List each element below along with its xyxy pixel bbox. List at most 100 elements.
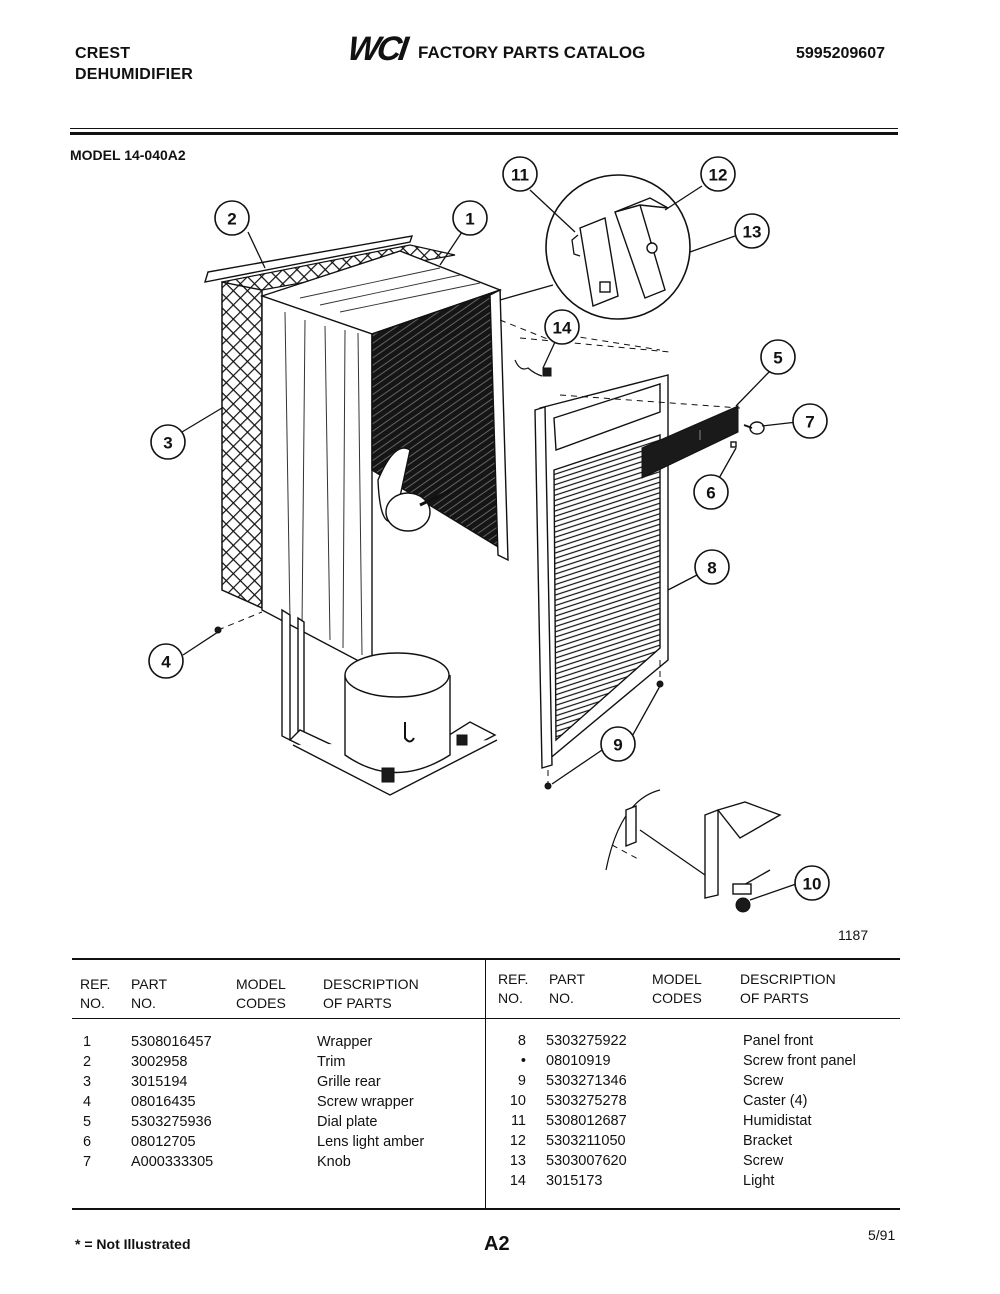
- catalog-number: 5995209607: [796, 45, 885, 62]
- footnote: * = Not Illustrated: [75, 1236, 191, 1252]
- svg-text:10: 10: [803, 875, 822, 894]
- part-number-cell: 5303007620: [546, 1153, 627, 1169]
- callout-4: 4: [148, 643, 184, 679]
- table-top-rule: [72, 958, 900, 960]
- callout-2: 2: [214, 200, 250, 236]
- table-row: 9 5303271346 Screw: [496, 1071, 903, 1091]
- description-cell: Wrapper: [317, 1034, 373, 1050]
- wrapper-screw: [214, 611, 263, 634]
- caster-detail: [605, 789, 782, 913]
- description-cell: Caster (4): [743, 1093, 808, 1109]
- exploded-parts-diagram: 1 2 3 4 5 6 7 8 9 10 11 12 13 14: [148, 156, 830, 913]
- header-rule-thick: [70, 132, 898, 135]
- drawing-number: 1187: [838, 927, 869, 943]
- ref-cell: 11: [510, 1113, 526, 1129]
- description-cell: Humidistat: [743, 1113, 812, 1129]
- ref-cell: 14: [509, 1173, 526, 1189]
- svg-text:1: 1: [465, 210, 474, 229]
- ref-cell: 12: [509, 1133, 526, 1149]
- part-number-cell: 5303271346: [546, 1073, 627, 1089]
- wrapper-part: [259, 250, 509, 670]
- catalog-title: FACTORY PARTS CATALOG: [418, 43, 646, 62]
- ref-cell: 1: [83, 1034, 92, 1050]
- description-cell: Trim: [317, 1054, 346, 1070]
- ref-cell: 5: [83, 1114, 92, 1130]
- rear-grille-part: [221, 244, 456, 610]
- col-ref-header-right: REF.NO.: [498, 971, 529, 1006]
- dial-plate-part: [641, 405, 739, 479]
- ref-cell: 2: [83, 1054, 92, 1070]
- callout-6: 6: [693, 474, 729, 510]
- part-number-cell: 5303211050: [546, 1133, 626, 1149]
- description-cell: Panel front: [743, 1033, 814, 1049]
- brand-name: CREST: [75, 45, 131, 62]
- ref-cell: 9: [517, 1073, 526, 1089]
- callout-13: 13: [734, 213, 770, 249]
- revision-date: 5/91: [868, 1227, 896, 1243]
- product-type: DEHUMIDIFIER: [75, 66, 193, 83]
- description-cell: Lens light amber: [317, 1134, 425, 1150]
- page-number: A2: [484, 1233, 510, 1255]
- callout-14: 14: [544, 309, 580, 345]
- humidistat-detail: [499, 174, 691, 320]
- part-number-cell: 5303275936: [131, 1114, 212, 1130]
- callout-8: 8: [694, 549, 730, 585]
- ref-cell: 8: [517, 1033, 526, 1049]
- svg-text:7: 7: [805, 413, 814, 432]
- front-panel-part: [534, 374, 669, 769]
- svg-text:2: 2: [227, 210, 236, 229]
- ref-cell: 7: [83, 1154, 92, 1170]
- ref-cell: 3: [83, 1074, 92, 1090]
- description-cell: Knob: [317, 1154, 351, 1170]
- svg-text:8: 8: [707, 559, 716, 578]
- table-row: 6 08012705 Lens light amber: [83, 1132, 467, 1152]
- callout-11: 11: [502, 156, 538, 192]
- callout-3: 3: [150, 424, 186, 460]
- callout-10: 10: [794, 865, 830, 901]
- callout-9: 9: [600, 726, 636, 762]
- svg-text:12: 12: [709, 166, 728, 185]
- table-header-rule: [72, 1018, 900, 1019]
- fan-motor: [377, 447, 453, 532]
- ref-cell: 6: [83, 1134, 92, 1150]
- part-number-cell: 5303275278: [546, 1093, 627, 1109]
- part-number-cell: 08016435: [131, 1094, 196, 1110]
- part-number-cell: 08012705: [131, 1134, 196, 1150]
- ref-cell: 4: [83, 1094, 92, 1110]
- table-row: 14 3015173 Light: [496, 1171, 903, 1191]
- svg-text:6: 6: [706, 484, 715, 503]
- ref-cell: 10: [509, 1093, 526, 1109]
- description-cell: Screw: [743, 1073, 784, 1089]
- svg-text:9: 9: [613, 736, 622, 755]
- model-label: MODEL 14-040A2: [70, 147, 186, 163]
- description-cell: Dial plate: [317, 1114, 378, 1130]
- header-rule-thin: [70, 128, 898, 129]
- callout-12: 12: [700, 156, 736, 192]
- col-ref-header-left: REF.NO.: [80, 976, 111, 1011]
- callout-7: 7: [792, 403, 828, 439]
- part-number-cell: 3002958: [131, 1054, 188, 1070]
- compressor: [344, 652, 468, 783]
- table-row: 5 5303275936 Dial plate: [83, 1112, 467, 1132]
- description-cell: Grille rear: [317, 1074, 381, 1090]
- table-row: 10 5303275278 Caster (4): [496, 1091, 903, 1111]
- table-bottom-rule: [72, 1208, 900, 1210]
- svg-text:14: 14: [553, 319, 572, 338]
- part-number-cell: 3015173: [546, 1173, 603, 1189]
- light-part: [514, 359, 552, 377]
- description-cell: Light: [743, 1173, 775, 1189]
- description-cell: Screw: [743, 1153, 784, 1169]
- table-column-divider: [485, 958, 486, 1210]
- description-cell: Screw wrapper: [317, 1094, 414, 1110]
- lens-part: [730, 441, 737, 448]
